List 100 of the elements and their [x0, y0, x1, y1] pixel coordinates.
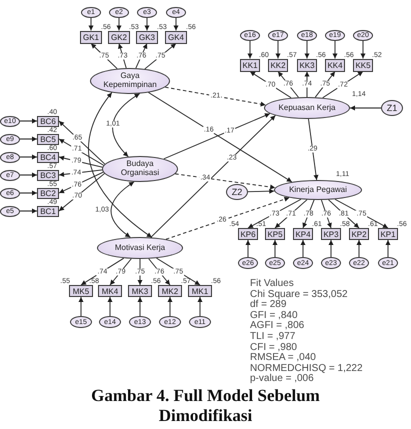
arrow [20, 118, 38, 124]
arrow [20, 136, 38, 142]
arrow [174, 173, 276, 190]
arrow [110, 258, 132, 286]
arrow [274, 199, 308, 228]
indicator-box: KP2 [349, 228, 369, 240]
arrow [20, 154, 38, 160]
arrow [58, 173, 105, 212]
arrow [314, 71, 336, 98]
indicator-box: MK3 [128, 285, 152, 297]
latent-ellipse: Kepuasan Kerja [264, 97, 350, 119]
arrow [20, 172, 38, 178]
indicator-box: KK3 [297, 58, 317, 72]
indicator-box: GK1 [80, 30, 102, 44]
arrow [320, 200, 332, 228]
indicator-box: BC1 [37, 206, 59, 216]
indicator-box: MK2 [158, 285, 182, 297]
indicator-box: BC2 [37, 188, 59, 198]
arrow [350, 106, 382, 110]
arrow [164, 86, 266, 107]
arrow [58, 120, 106, 165]
arrow [20, 190, 38, 196]
arrow [304, 71, 310, 98]
fit-heading: Fit Values [250, 279, 294, 290]
indicator-box: MK5 [69, 285, 93, 297]
arrow [300, 240, 306, 258]
arrow [276, 40, 280, 59]
arrow [148, 92, 292, 182]
arrow [174, 17, 178, 31]
arrow [248, 188, 275, 194]
arrow [144, 43, 176, 70]
arrow [302, 200, 315, 228]
arrow [80, 258, 124, 286]
fit-statistic: GFI = ,840 [250, 310, 298, 321]
arrow [250, 71, 292, 98]
arrow [322, 71, 364, 98]
disturbance-ellipse: Z1 [381, 100, 403, 116]
arrow [198, 296, 202, 316]
indicator-box: KP4 [293, 228, 313, 240]
figure-caption: Gambar 4. Full Model Sebelum Dimodifikasi [90, 386, 321, 426]
arrow [360, 40, 366, 59]
fit-statistic: AGFI = ,806 [250, 321, 304, 332]
arrow [272, 240, 278, 258]
latent-ellipse: Motivasi Kerja [97, 237, 183, 259]
arrow [248, 198, 302, 228]
latent-ellipse: Budaya Organisasi [102, 156, 178, 182]
indicator-box: BC4 [37, 152, 59, 162]
arrow [168, 296, 172, 316]
arrow [78, 296, 84, 316]
fit-statistic: NORMEDCHISQ = 1,222 [250, 364, 363, 374]
indicator-box: KP5 [265, 228, 285, 240]
indicator-box: KK2 [268, 58, 288, 72]
arrow [304, 40, 310, 59]
indicator-box: BC5 [37, 134, 59, 144]
arrow [88, 17, 94, 31]
arrow [58, 169, 103, 177]
disturbance-ellipse: Z2 [226, 184, 248, 200]
fit-statistic: RMSEA = ,040 [250, 353, 316, 364]
double-headed-arrow [112, 93, 140, 158]
arrow [278, 71, 299, 98]
indicator-box: GK3 [136, 30, 158, 44]
arrow [116, 17, 122, 31]
arrow [328, 199, 360, 228]
indicator-box: BC6 [37, 116, 59, 126]
double-headed-arrow [110, 181, 134, 238]
double-headed-arrow [88, 92, 152, 238]
arrow [332, 40, 338, 59]
arrow [386, 240, 390, 258]
fit-statistic: p-value = ,006 [250, 374, 314, 385]
arrow [108, 296, 112, 316]
latent-ellipse: Gaya Kepemimpinan [90, 68, 170, 94]
fit-statistic: df = 289 [250, 300, 286, 311]
arrow [58, 138, 104, 166]
indicator-box: MK1 [188, 285, 212, 297]
indicator-box: GK4 [165, 30, 187, 44]
indicator-box: KK4 [325, 58, 345, 72]
indicator-box: GK2 [108, 30, 130, 44]
arrow [156, 258, 200, 286]
arrow [246, 240, 250, 258]
indicator-box: KP6 [238, 228, 258, 240]
arrow [138, 296, 142, 316]
indicator-box: KP3 [321, 228, 341, 240]
fit-statistic: TLI = ,977 [250, 332, 296, 343]
arrow [356, 240, 362, 258]
arrow [150, 115, 276, 238]
indicator-box: BC3 [37, 170, 59, 180]
arrow [148, 258, 170, 286]
fit-statistic: Chi Square = 353,052 [250, 290, 348, 300]
indicator-box: KK5 [353, 58, 373, 72]
indicator-box: KK1 [240, 58, 260, 72]
fit-statistic: CFI = ,980 [250, 342, 297, 353]
arrow [308, 118, 318, 180]
arrow [58, 156, 103, 168]
arrow [328, 240, 334, 258]
arrow [166, 196, 290, 240]
arrow [135, 43, 148, 69]
arrow [248, 40, 252, 59]
arrow [334, 198, 388, 228]
arrow [138, 258, 142, 286]
arrow [118, 43, 127, 68]
